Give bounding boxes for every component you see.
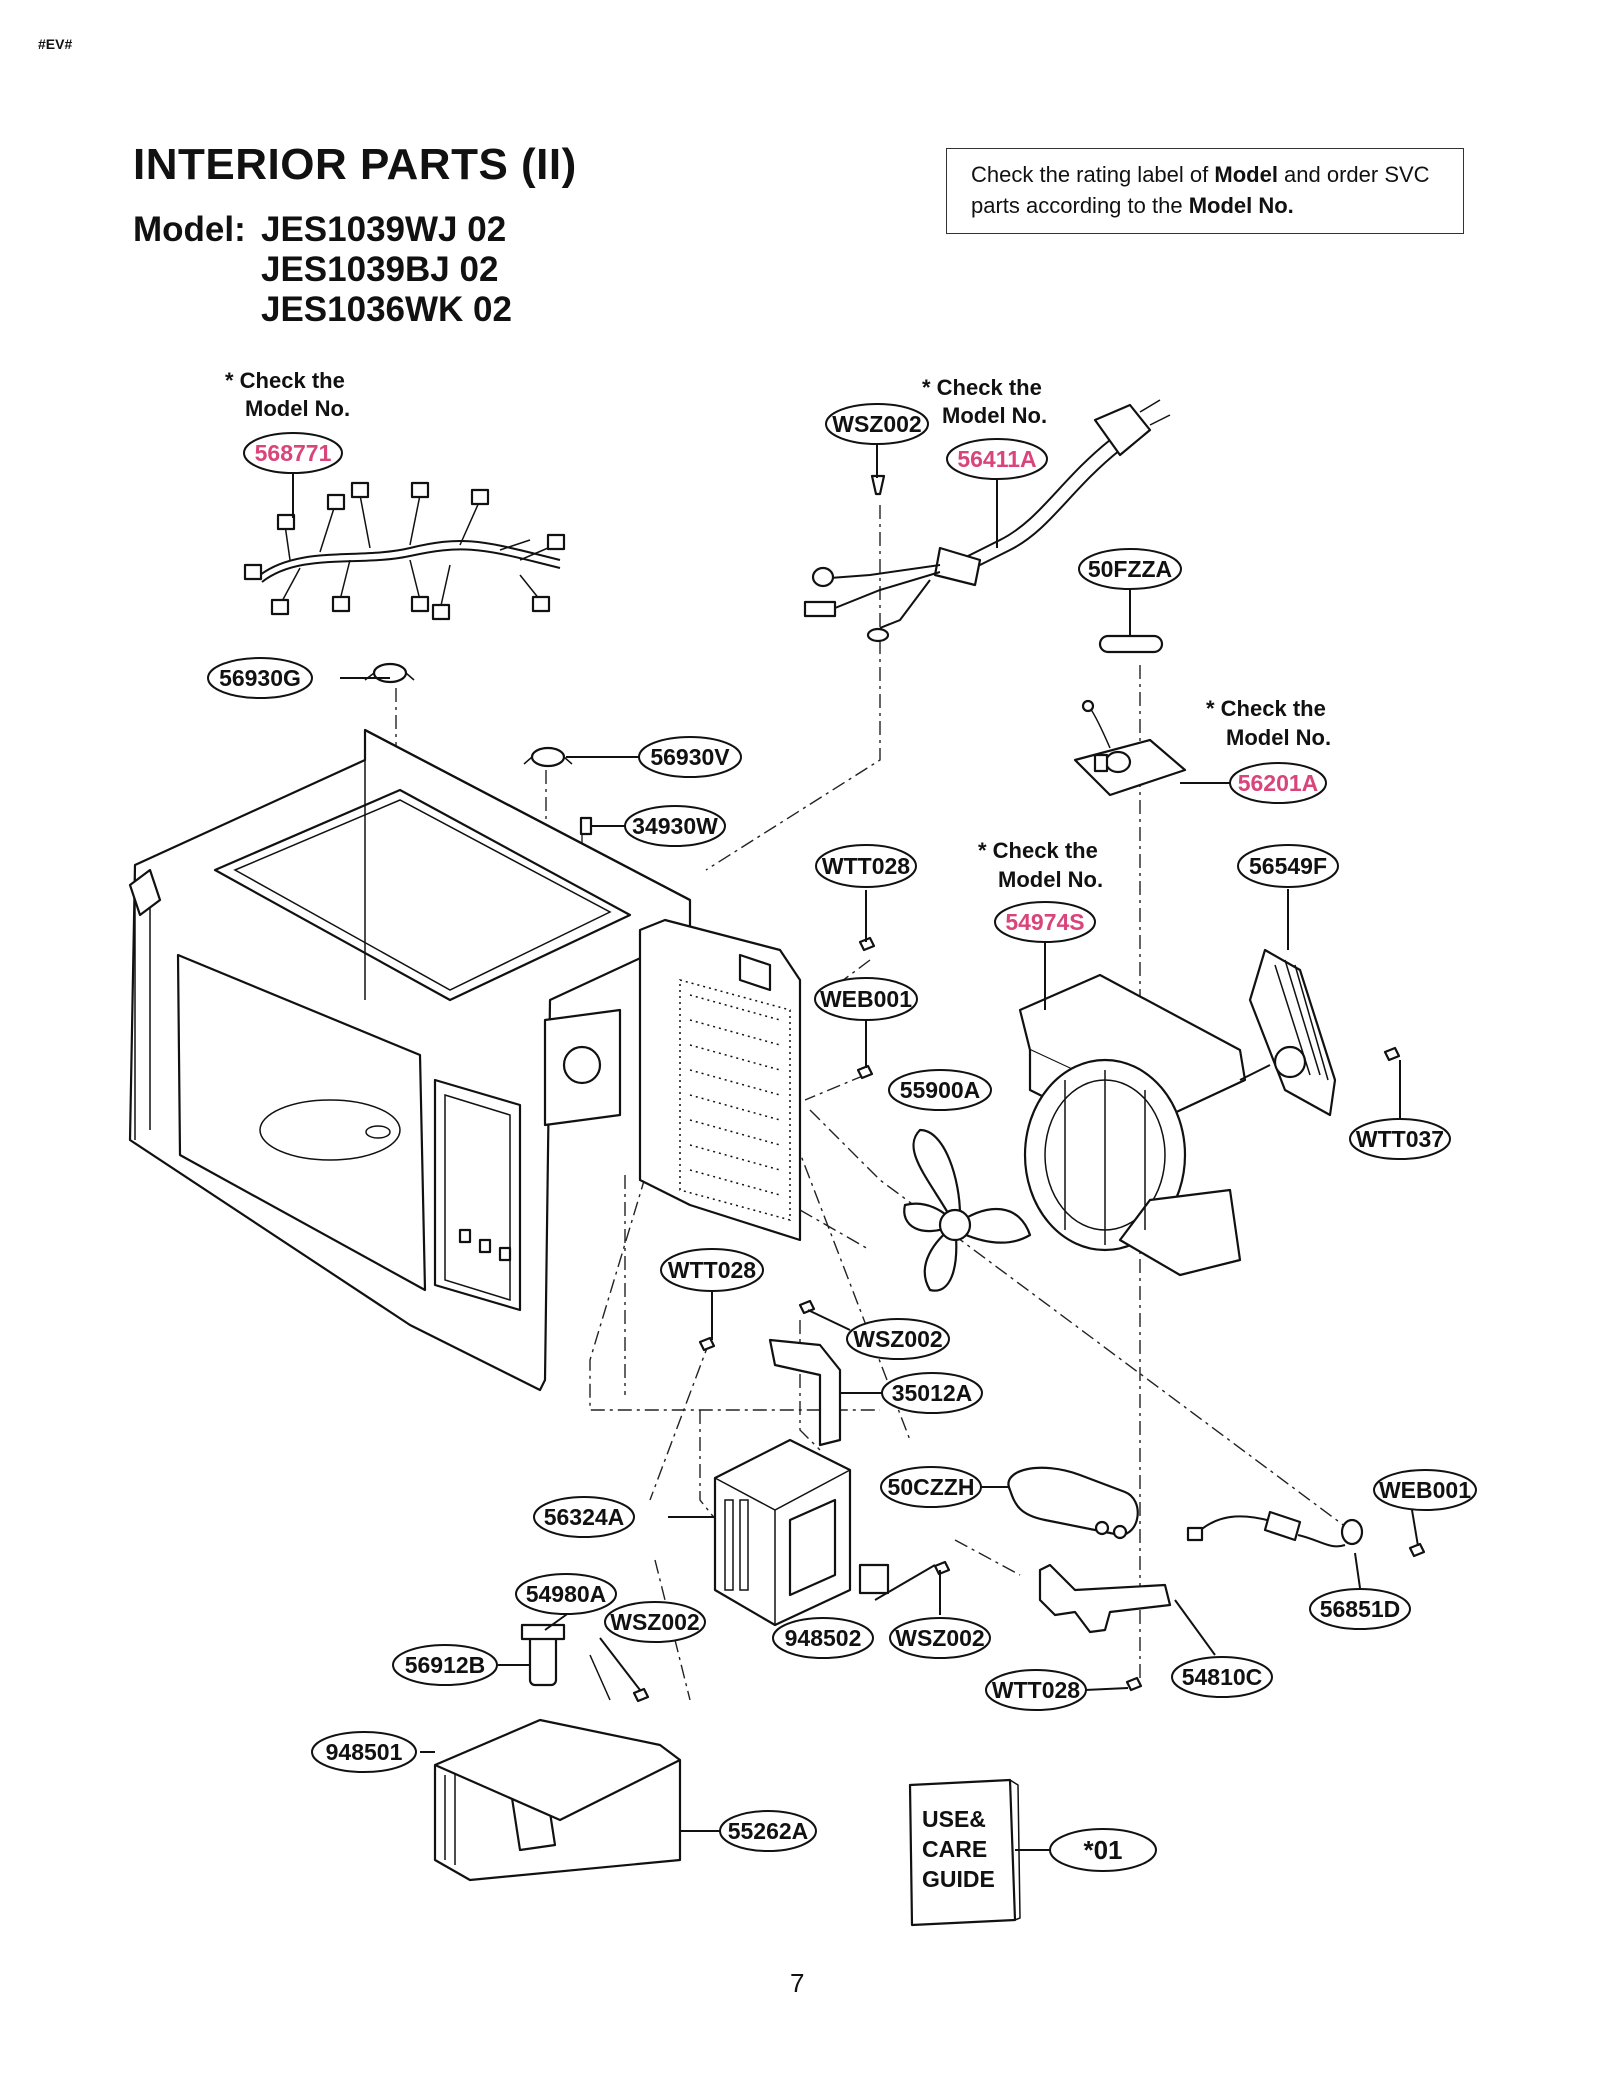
page-title: INTERIOR PARTS (II) (133, 140, 577, 189)
part-number: 56912B (405, 1652, 486, 1678)
magnetron-part (713, 1438, 890, 1627)
part-number: 56324A (544, 1504, 625, 1530)
guide-line: GUIDE (922, 1866, 995, 1892)
part-number: 35012A (892, 1380, 973, 1406)
oven-cavity-part (128, 728, 692, 1392)
document-id: #EV# (38, 36, 73, 52)
notice-bold: Model No. (1188, 193, 1294, 218)
check-note: Model No. (1226, 725, 1331, 750)
part-number: 56201A (1238, 770, 1319, 796)
part-number: 56930V (650, 744, 730, 770)
model-number: JES1039WJ 02 (261, 210, 507, 249)
part-number: 55900A (900, 1077, 981, 1103)
capacitor-part (1007, 1466, 1139, 1540)
transformer-part (433, 1623, 682, 1882)
fuse-part (1098, 634, 1164, 654)
check-note: Model No. (942, 403, 1047, 428)
part-number: WSZ002 (895, 1625, 984, 1651)
notice-box: Check the rating label of Model and orde… (946, 148, 1464, 234)
part-number: 948502 (785, 1625, 862, 1651)
part-number: WEB001 (1379, 1477, 1471, 1503)
part-number: WTT028 (668, 1257, 756, 1283)
motor-part (1239, 948, 1337, 1117)
part-number: 55262A (728, 1818, 809, 1844)
bracket-part (1038, 1563, 1172, 1634)
part-number: 948501 (326, 1739, 403, 1765)
check-model-notes: * Check the Model No. * Check the Model … (225, 368, 1331, 892)
guide-line: USE& (922, 1806, 986, 1832)
part-number: 56851D (1320, 1596, 1401, 1622)
part-number: WEB001 (820, 986, 912, 1012)
manual-part: USE& CARE GUIDE (908, 1778, 1021, 1927)
model-label: Model: (133, 210, 246, 249)
part-number: WSZ002 (832, 411, 921, 437)
leader-lines (292, 445, 1419, 1851)
power-cord-part (803, 399, 1171, 643)
check-note: * Check the (922, 375, 1042, 400)
part-number: 50CZZH (888, 1474, 975, 1500)
check-note: * Check the (1206, 696, 1326, 721)
fan-blade-part (903, 1128, 1032, 1292)
guide-line: CARE (922, 1836, 987, 1862)
part-number: WSZ002 (853, 1326, 942, 1352)
part-number: WTT028 (822, 853, 910, 879)
page-number: 7 (790, 1968, 805, 1998)
part-number: 50FZZA (1088, 556, 1172, 582)
notice-text: Check the rating label of (971, 162, 1215, 187)
part-number: 56930G (219, 665, 301, 691)
bracket-part (768, 1338, 842, 1447)
part-number: 34930W (632, 813, 718, 839)
noise-filter-part (1073, 699, 1187, 797)
check-note: Model No. (998, 867, 1103, 892)
part-number: 56411A (957, 446, 1036, 472)
part-number: 54974S (1005, 909, 1084, 935)
part-number: 56549F (1249, 853, 1327, 879)
part-number: WSZ002 (610, 1609, 699, 1635)
part-number: *01 (1083, 1835, 1122, 1865)
wire-harness-part (243, 481, 566, 621)
notice-bold: Model (1214, 162, 1278, 187)
diode-part (1186, 1510, 1364, 1548)
check-note: * Check the (978, 838, 1098, 863)
air-guide-part (1018, 973, 1247, 1277)
side-panel-part (543, 918, 802, 1242)
part-number: WTT028 (992, 1677, 1080, 1703)
notice-text: and order SVC parts according to the (971, 162, 1430, 218)
check-note: * Check the (225, 368, 345, 393)
model-number: JES1036WK 02 (261, 290, 512, 329)
part-labels: 568771 WSZ002 56411A 50FZZA 56930G 56930… (207, 403, 1477, 1872)
model-number: JES1039BJ 02 (261, 250, 499, 289)
model-list: Model: JES1039WJ 02 JES1039BJ 02 JES1036W… (133, 210, 512, 330)
part-number: 54810C (1182, 1664, 1263, 1690)
part-number: 568771 (255, 440, 332, 466)
check-note: Model No. (245, 396, 350, 421)
part-number: WTT037 (1356, 1126, 1444, 1152)
part-number: 54980A (526, 1581, 607, 1607)
